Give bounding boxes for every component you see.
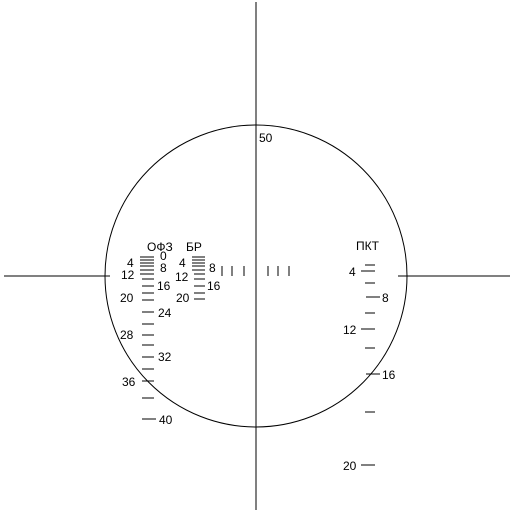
br-label: 16 [207,279,221,293]
ofz-label: 32 [158,350,172,364]
horizontal-mil-ticks [221,266,290,276]
br-label: 8 [209,261,216,275]
center-range-label: 50 [259,131,273,145]
ofz-label: 16 [157,279,171,293]
ofz-label: 4 [127,256,134,270]
br-label: 20 [176,291,190,305]
ofz-scale: ОФЗ 0 4 8 12 16 20 24 28 32 36 40 [120,240,173,427]
ofz-label: 36 [122,375,136,389]
pkt-label: 16 [382,368,396,382]
pkt-label: 12 [343,323,357,337]
br-label: 12 [175,270,189,284]
br-label: 4 [179,256,186,270]
ofz-label: 8 [160,261,167,275]
ofz-label: 40 [159,413,173,427]
ofz-label: 12 [121,268,135,282]
pkt-label: 20 [343,459,357,473]
ofz-label: 24 [158,306,172,320]
pkt-scale-title: ПКТ [356,239,380,253]
ofz-scale-title: ОФЗ [147,240,173,254]
br-scale: БР 4 8 12 16 20 [175,240,221,305]
ofz-label: 20 [120,291,134,305]
pkt-label: 8 [382,291,389,305]
ofz-label: 28 [120,328,134,342]
pkt-scale: ПКТ 4 8 12 16 20 [343,239,396,473]
br-scale-title: БР [186,240,202,254]
pkt-label: 4 [349,265,356,279]
ofz-label: 0 [160,249,167,263]
